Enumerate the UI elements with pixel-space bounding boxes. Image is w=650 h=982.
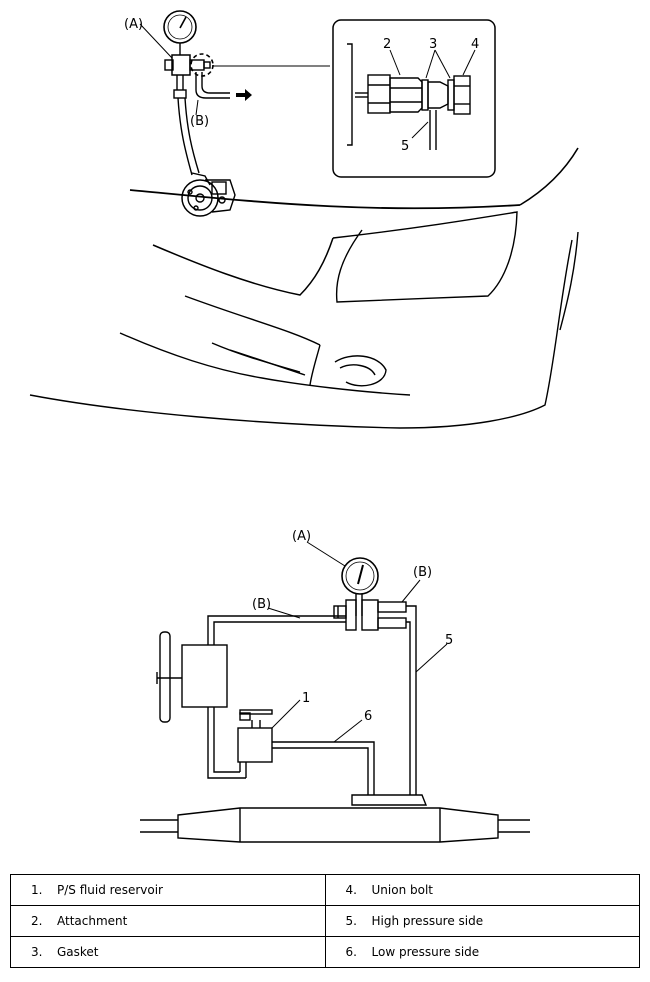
legend-label: Low pressure side [371, 945, 480, 959]
legend-number: 3. [31, 945, 43, 959]
callout-5: 5 [445, 633, 453, 648]
callout-2-inset: 2 [383, 37, 391, 52]
legend-cell: 3. Gasket [10, 936, 326, 968]
car-front-pump-gauge-illustration: (A) (B) 2 3 4 5 [29, 10, 579, 429]
parts-legend-table: 1. P/S fluid reservoir 4. Union bolt 2. Att… [10, 874, 640, 968]
legend-label: Attachment [57, 914, 128, 928]
callout-1: 1 [302, 691, 310, 706]
callout-4-inset: 4 [471, 37, 479, 52]
callout-a-bottom: (A) [292, 529, 311, 544]
legend-number: 4. [345, 883, 357, 897]
callout-3-inset: 3 [429, 37, 437, 52]
callout-b-right: (B) [413, 565, 432, 580]
legend-number: 1. [31, 883, 43, 897]
legend-number: 2. [31, 914, 43, 928]
legend-cell: 5. High pressure side [324, 905, 640, 937]
callout-5-inset: 5 [401, 139, 409, 154]
legend-number: 6. [345, 945, 357, 959]
legend-cell: 4. Union bolt [324, 874, 640, 906]
table-row: 3. Gasket 6. Low pressure side [10, 936, 640, 968]
legend-label: Gasket [57, 945, 99, 959]
callout-b-top: (B) [190, 114, 209, 129]
legend-number: 5. [345, 914, 357, 928]
callout-b-left: (B) [252, 597, 271, 612]
legend-label: P/S fluid reservoir [57, 883, 163, 897]
legend-cell: 1. P/S fluid reservoir [10, 874, 326, 906]
legend-label: Union bolt [371, 883, 433, 897]
legend-label: High pressure side [371, 914, 484, 928]
pressure-test-schematic: (A) (B) (B) 1 6 5 [140, 529, 530, 843]
legend-cell: 2. Attachment [10, 905, 326, 937]
callout-a-top: (A) [124, 17, 143, 32]
table-row: 2. Attachment 5. High pressure side [10, 905, 640, 937]
legend-cell: 6. Low pressure side [324, 936, 640, 968]
table-row: 1. P/S fluid reservoir 4. Union bolt [10, 874, 640, 906]
callout-6: 6 [364, 709, 372, 724]
